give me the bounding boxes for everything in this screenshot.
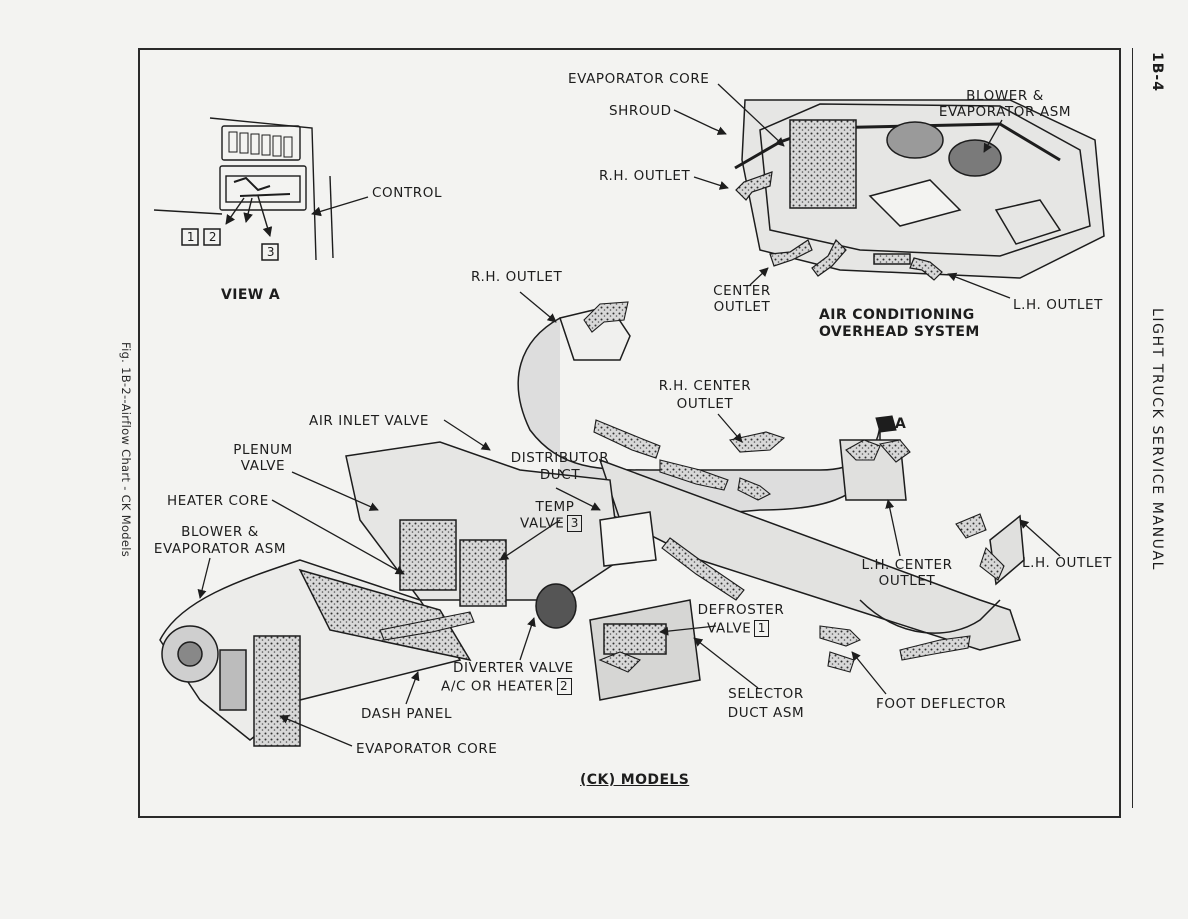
shroud-label: SHROUD <box>609 103 672 119</box>
defroster-valve-label-1: DEFROSTER <box>697 602 785 618</box>
ck-blower-label-1: BLOWER & <box>181 524 259 540</box>
overhead-evaporator-core-label: EVAPORATOR CORE <box>568 71 710 87</box>
foot-deflector-label: FOOT DEFLECTOR <box>876 696 1007 712</box>
ck-rh-outlet-label: R.H. OUTLET <box>471 269 563 285</box>
overhead-system-title-2: OVERHEAD SYSTEM <box>819 324 980 340</box>
view-a-callout-2: 2 <box>208 230 218 244</box>
center-outlet-label-1: CENTER <box>713 283 771 299</box>
overhead-airflow-arrows <box>735 171 943 281</box>
view-a-callout-1: 1 <box>186 230 196 244</box>
dash-panel-label: DASH PANEL <box>361 706 453 722</box>
rh-center-outlet-label-2: OUTLET <box>676 396 734 412</box>
overhead-leader-lines <box>673 83 1011 299</box>
manual-title: LIGHT TRUCK SERVICE MANUAL <box>1149 308 1165 572</box>
page-number: 1B-4 <box>1149 52 1165 92</box>
diverter-valve-callout: 2 <box>556 678 572 695</box>
temp-valve-text: VALVE <box>520 515 565 532</box>
figure-caption: Fig. 1B-2--Airflow Chart - CK Models <box>119 342 133 558</box>
overhead-blower-label-2: EVAPORATOR ASM <box>938 104 1072 120</box>
rh-center-outlet-label-1: R.H. CENTER <box>658 378 752 394</box>
temp-valve-callout: 3 <box>567 515 583 532</box>
figure-frame <box>138 48 1121 818</box>
center-outlet-label-2: OUTLET <box>713 299 771 315</box>
heater-core-label: HEATER CORE <box>167 493 269 509</box>
plenum-valve-label-1: PLENUM <box>233 442 293 458</box>
view-a-title: VIEW A <box>221 287 281 303</box>
defroster-valve-text: VALVE <box>707 620 752 637</box>
ck-airflow-arrows <box>379 301 1005 673</box>
overhead-rh-outlet-label: R.H. OUTLET <box>599 168 691 184</box>
defroster-valve-callout: 1 <box>754 620 770 637</box>
ck-models-title: (CK) MODELS <box>580 772 690 788</box>
distributor-duct-label-2: DUCT <box>539 467 581 483</box>
air-inlet-valve-label: AIR INLET VALVE <box>309 413 429 429</box>
overhead-lh-outlet-label: L.H. OUTLET <box>1013 297 1103 313</box>
control-label: CONTROL <box>372 185 443 201</box>
plenum-valve-label-2: VALVE <box>240 458 286 474</box>
temp-valve-label-1: TEMP <box>535 499 575 515</box>
overhead-system-art <box>734 99 1105 279</box>
overhead-blower-label-1: BLOWER & <box>966 88 1044 104</box>
view-a-control-panel <box>153 117 369 261</box>
view-a-marker: A <box>895 416 907 432</box>
overhead-system-title-1: AIR CONDITIONING <box>819 307 975 323</box>
ck-evaporator-core-label: EVAPORATOR CORE <box>356 741 498 757</box>
ck-blower-label-2: EVAPORATOR ASM <box>153 541 287 557</box>
view-a-callout-boxes <box>181 228 279 261</box>
lh-center-outlet-label-1: L.H. CENTER <box>861 557 953 573</box>
margin-rule <box>1132 48 1133 808</box>
selector-duct-label-1: SELECTOR <box>728 686 804 702</box>
diverter-valve-label-1: DIVERTER VALVE <box>453 660 574 676</box>
lh-center-outlet-label-2: OUTLET <box>878 573 936 589</box>
ck-lh-outlet-label: L.H. OUTLET <box>1022 555 1112 571</box>
diverter-valve-text: A/C OR HEATER <box>441 678 554 695</box>
distributor-duct-label-1: DISTRIBUTOR <box>510 450 610 466</box>
ck-leader-lines <box>197 291 1061 747</box>
view-a-callout-3: 3 <box>266 245 276 259</box>
selector-duct-label-2: DUCT ASM <box>727 705 805 721</box>
